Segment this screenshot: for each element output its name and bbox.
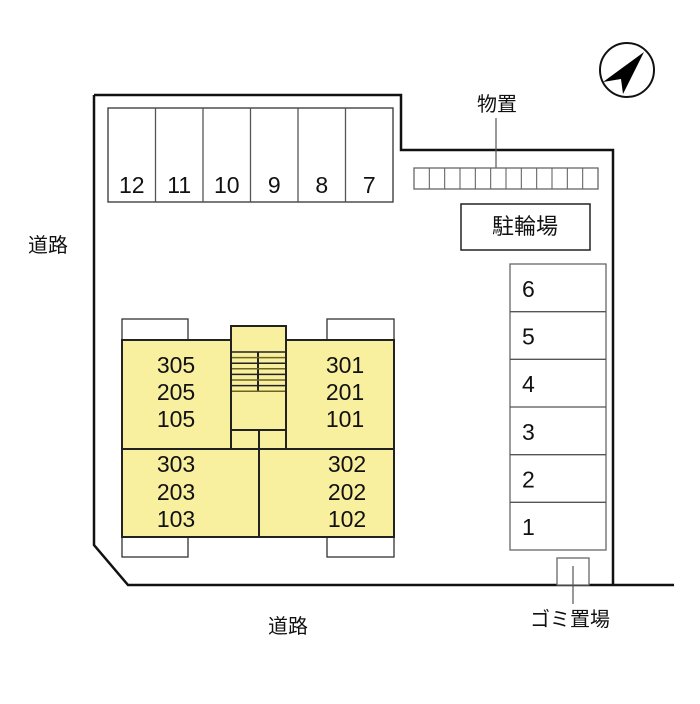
unit-number: 102 bbox=[328, 506, 366, 532]
north-arrow-icon bbox=[599, 42, 655, 98]
parking-space-8: 8 bbox=[315, 172, 328, 198]
parking-space-3: 3 bbox=[522, 419, 535, 445]
road-label-south: 道路 bbox=[268, 614, 308, 638]
unit-numbers-bottom-right: 302 202 102 bbox=[328, 451, 366, 532]
stairs-icon bbox=[231, 351, 286, 392]
unit-number: 101 bbox=[326, 406, 364, 432]
parking-space-11: 11 bbox=[167, 172, 191, 198]
parking-space-12: 12 bbox=[119, 172, 145, 198]
unit-number: 205 bbox=[157, 379, 195, 405]
unit-number: 302 bbox=[328, 451, 366, 477]
storage-label: 物置 bbox=[477, 92, 517, 116]
svg-text:駐輪場: 駐輪場 bbox=[492, 215, 558, 240]
balcony bbox=[121, 318, 189, 342]
unit-number: 305 bbox=[157, 352, 195, 378]
balcony bbox=[121, 536, 189, 558]
parking-space-10: 10 bbox=[214, 172, 240, 198]
parking-space-6: 6 bbox=[522, 276, 535, 302]
unit-block-302-202-102 bbox=[258, 448, 395, 538]
storage-rack bbox=[413, 167, 599, 190]
apartment-building: 305 205 105 301 201 101 303 203 103 302 … bbox=[121, 318, 395, 558]
unit-numbers-top-right: 301 201 101 bbox=[326, 352, 364, 432]
unit-number: 303 bbox=[157, 451, 195, 477]
unit-block-305-205-105 bbox=[121, 339, 232, 450]
unit-number: 201 bbox=[326, 379, 364, 405]
balcony bbox=[326, 536, 395, 558]
road-label-west: 道路 bbox=[28, 233, 68, 257]
unit-numbers-bottom-left: 303 203 103 bbox=[157, 451, 195, 532]
parking-row-top: 12 11 10 9 8 7 bbox=[107, 107, 394, 203]
parking-space-4: 4 bbox=[522, 371, 535, 397]
bicycle-parking: 駐輪場 bbox=[460, 203, 591, 251]
unit-number: 203 bbox=[157, 479, 195, 505]
unit-numbers-top-left: 305 205 105 bbox=[157, 352, 195, 432]
unit-number: 105 bbox=[157, 406, 195, 432]
parking-space-5: 5 bbox=[522, 324, 535, 350]
unit-number: 202 bbox=[328, 479, 366, 505]
parking-column-right: 6 5 4 3 2 1 bbox=[509, 263, 607, 551]
parking-space-7: 7 bbox=[363, 172, 376, 198]
garbage-label: ゴミ置場 bbox=[530, 607, 610, 631]
parking-space-9: 9 bbox=[268, 172, 281, 198]
parking-space-2: 2 bbox=[522, 467, 535, 493]
unit-number: 103 bbox=[157, 506, 195, 532]
unit-block-301-201-101 bbox=[285, 339, 395, 450]
unit-number: 301 bbox=[326, 352, 364, 378]
site-boundary bbox=[92, 93, 674, 587]
balcony bbox=[326, 318, 395, 342]
parking-space-1: 1 bbox=[522, 514, 535, 540]
